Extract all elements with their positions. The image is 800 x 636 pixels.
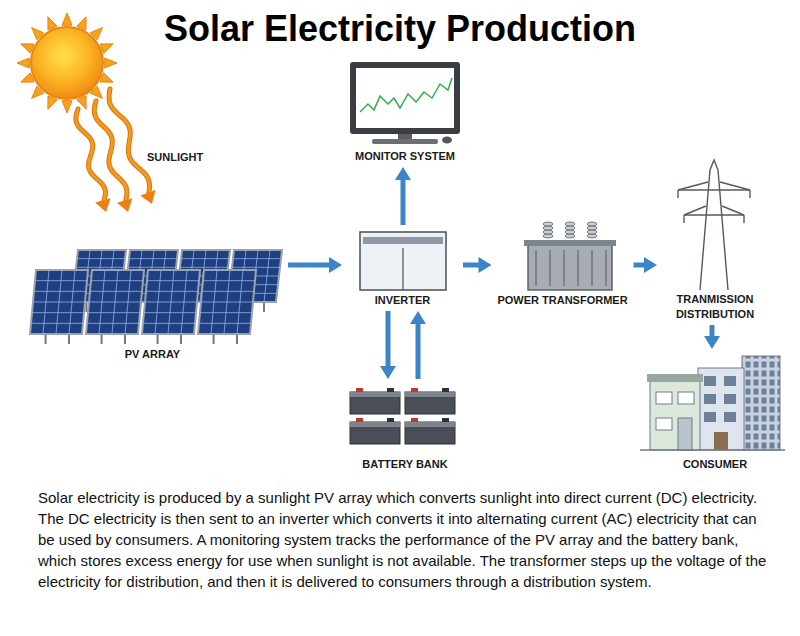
component-node: SUNLIGHT — [20, 18, 115, 113]
caption-text: Solar electricity is produced by a sunli… — [38, 487, 768, 592]
component-label: PV ARRAY — [125, 347, 180, 362]
flow-arrow — [395, 167, 411, 225]
flow-arrow — [410, 311, 426, 379]
component-node: INVERTER — [345, 228, 460, 308]
component-node: MONITOR SYSTEM — [345, 58, 465, 164]
component-label: TRANMISSION DISTRIBUTION — [660, 292, 770, 322]
component-node: TRANMISSION DISTRIBUTION — [660, 158, 770, 322]
flow-arrow — [76, 89, 155, 212]
consumer-buildings — [640, 356, 785, 450]
component-label: BATTERY BANK — [362, 457, 447, 472]
transmission-tower — [678, 160, 750, 290]
component-label: MONITOR SYSTEM — [355, 149, 455, 164]
component-node: PV ARRAY — [20, 210, 285, 362]
diagram-title: Solar Electricity Production — [0, 6, 800, 52]
inverter-icon — [360, 232, 446, 290]
component-node: BATTERY BANK — [345, 382, 465, 472]
monitor-icon — [350, 62, 460, 144]
flow-arrow — [463, 257, 492, 273]
component-node: POWER TRANSFORMER — [495, 222, 631, 308]
flow-arrow — [380, 311, 396, 379]
sun — [31, 27, 103, 99]
sun-rays — [17, 13, 117, 113]
component-label: POWER TRANSFORMER — [497, 293, 627, 308]
component-node: CONSUMER — [645, 352, 785, 472]
component-label: INVERTER — [375, 293, 431, 308]
battery-bank-icon — [350, 388, 455, 444]
transformer-icon — [524, 222, 616, 290]
component-label: CONSUMER — [683, 457, 747, 472]
component-label: SUNLIGHT — [147, 150, 203, 165]
pv-panels — [30, 250, 282, 344]
flow-arrow — [634, 257, 658, 273]
flow-arrow — [704, 325, 720, 349]
flow-arrow — [288, 257, 342, 273]
